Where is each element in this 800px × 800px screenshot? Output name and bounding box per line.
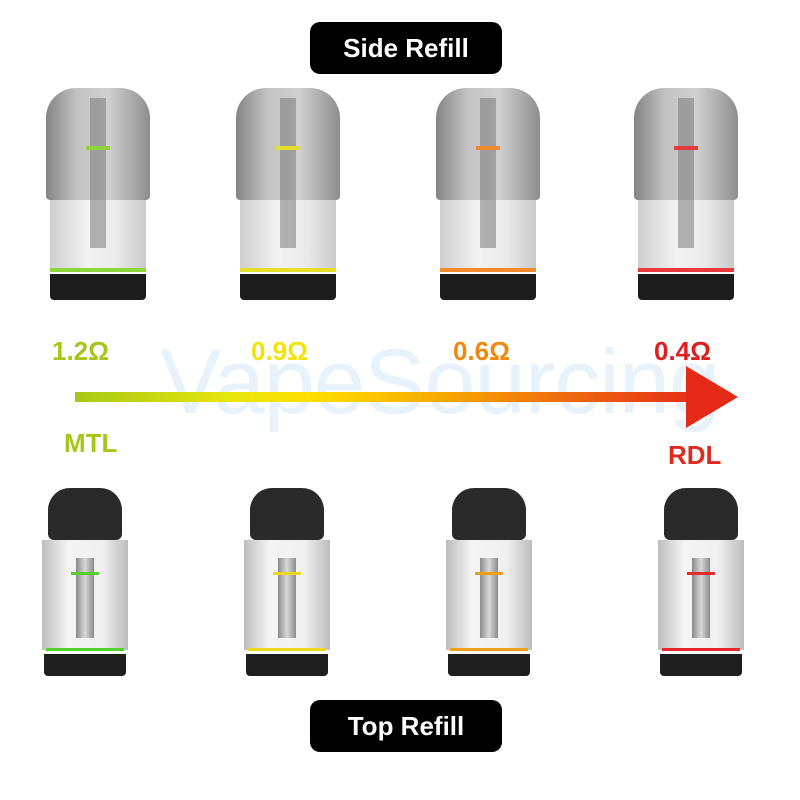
resistance-label-4: 0.4Ω xyxy=(654,336,711,366)
pod-ring xyxy=(50,268,146,272)
watermark: VapeSourcing xyxy=(160,331,720,433)
side-refill-pod-1 xyxy=(46,88,150,300)
top-refill-pod-1 xyxy=(42,488,128,676)
side-refill-pod-2 xyxy=(236,88,340,300)
resistance-label-2: 0.9Ω xyxy=(251,336,308,366)
side-refill-pod-4 xyxy=(634,88,738,300)
top-refill-pod-3 xyxy=(446,488,532,676)
top-refill-pod-2 xyxy=(244,488,330,676)
side-refill-pod-3 xyxy=(436,88,540,300)
resistance-label-3: 0.6Ω xyxy=(453,336,510,366)
side-refill-label: Side Refill xyxy=(310,22,502,74)
resistance-label-1: 1.2Ω xyxy=(52,336,109,366)
top-refill-label: Top Refill xyxy=(310,700,502,752)
mtl-label: MTL xyxy=(64,428,118,458)
resistance-gradient-arrow xyxy=(75,392,690,402)
top-refill-pod-4 xyxy=(658,488,744,676)
rdl-label: RDL xyxy=(668,440,722,470)
arrow-head-icon xyxy=(686,366,738,428)
